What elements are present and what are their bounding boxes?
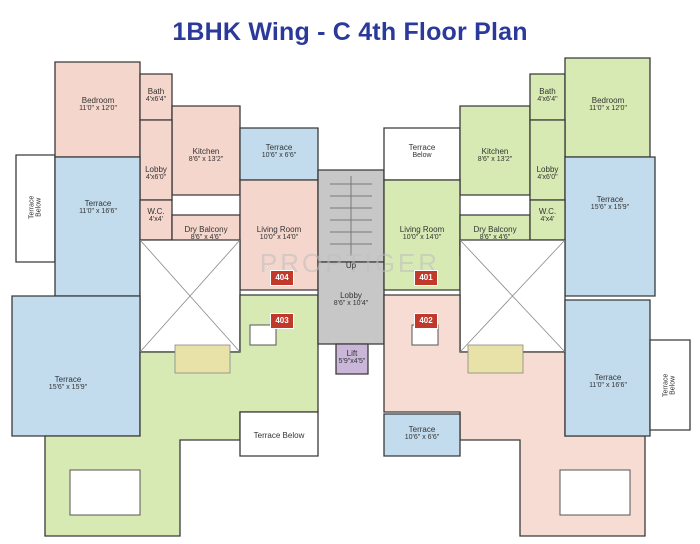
bed-left: [69, 469, 141, 516]
balcony-fill-right: [467, 344, 524, 374]
lobby-right-area: [529, 119, 566, 201]
flat-404-badge: 404: [270, 270, 294, 286]
wc-left-label: W.C.4'x4': [147, 207, 165, 224]
lobby-left-area: [139, 119, 173, 201]
terrace-left-mid-area: [54, 156, 141, 297]
terrace-below-left-bottom: [239, 411, 319, 457]
balcony-fill-left: [174, 344, 231, 374]
terrace-bottom-center-area: [383, 413, 461, 457]
flat-403-badge: 403: [270, 313, 294, 329]
terrace-below-left-label: Terrace Below: [253, 431, 305, 440]
stair-treads: [330, 176, 372, 256]
wc-right-label: W.C.4'x4': [538, 207, 557, 224]
bed-right: [559, 469, 631, 516]
terrace-right-mid-area: [564, 156, 656, 297]
flat-401-badge: 401: [414, 270, 438, 286]
terrace-left-low-area: [11, 295, 141, 437]
terrace-right-low-area: [564, 299, 651, 437]
sofa-left: [249, 324, 277, 346]
terrace-below-right-area: [649, 339, 691, 431]
flat-402-badge: 402: [414, 313, 438, 329]
lift-area: [335, 343, 369, 375]
stair-up-label: Up: [345, 261, 357, 270]
page-title: 1BHK Wing - C 4th Floor Plan: [172, 18, 528, 46]
